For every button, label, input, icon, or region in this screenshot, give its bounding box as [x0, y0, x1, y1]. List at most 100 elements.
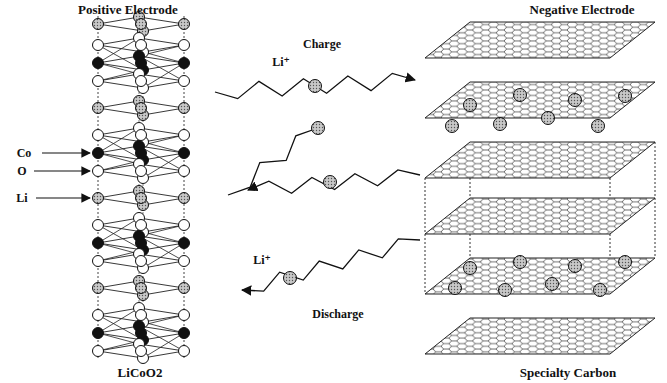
lithium-ion [592, 120, 605, 133]
lithium-ion [569, 94, 582, 107]
atom-ball [93, 346, 104, 357]
atom-ball [93, 148, 104, 159]
material-label: LiCoO2 [118, 366, 163, 379]
atom-ball [179, 76, 190, 87]
atom-plane [98, 326, 184, 340]
lithium-ion [499, 284, 512, 297]
graphene-hex [425, 318, 655, 354]
atom-ball [136, 220, 147, 231]
graphene-hex [425, 198, 655, 234]
atom-label: Co [17, 147, 32, 159]
atom-plane [98, 344, 184, 358]
atom-ball [136, 238, 147, 249]
atom-plane [98, 281, 184, 295]
atom-plane [98, 254, 184, 268]
cell-frame-line [655, 142, 656, 258]
lithium-ion [446, 120, 459, 133]
atom-ball [93, 238, 104, 249]
pointer-arrow [42, 152, 90, 153]
lithium-ion [494, 118, 507, 131]
atom-ball [136, 256, 147, 267]
lithium-ion [569, 260, 582, 273]
atom-ball [93, 256, 104, 267]
ion-path [242, 239, 420, 291]
atom-ball [93, 103, 104, 114]
atom-plane [98, 236, 184, 250]
atom-ball [179, 283, 190, 294]
atom-ball [179, 220, 190, 231]
atom-ball [179, 19, 190, 30]
atom-ball [179, 238, 190, 249]
atom-ball [136, 148, 147, 159]
atom-ball [136, 346, 147, 357]
atom-ball [93, 166, 104, 177]
graphene-sheet [425, 318, 655, 354]
atom-ball [136, 58, 147, 69]
atom-plane [98, 308, 184, 322]
lithium-ion [514, 256, 527, 269]
atom-ball [93, 58, 104, 69]
atom-plane [98, 146, 184, 160]
atom-ball [179, 166, 190, 177]
atom-ball [179, 148, 190, 159]
atom-ball [136, 40, 147, 51]
lithium-ion [619, 90, 632, 103]
atom-ball [136, 130, 147, 141]
licoo2-crystal [34, 12, 190, 364]
atom-ball [179, 346, 190, 357]
atom-plane [98, 17, 184, 31]
lithium-ion [309, 80, 322, 93]
cell-frame-line [425, 178, 426, 294]
atom-ball [179, 40, 190, 51]
graphene-sheet [425, 142, 655, 178]
atom-ball [179, 58, 190, 69]
atom-ball [93, 283, 104, 294]
lithium-ion [546, 278, 559, 291]
atom-plane [98, 164, 184, 178]
atom-ball [93, 130, 104, 141]
atom-ball [136, 103, 147, 114]
atom-ball [93, 19, 104, 30]
ion-flow-arrows [215, 73, 420, 291]
lithium-ion [542, 112, 555, 125]
atom-ball [136, 283, 147, 294]
graphene-sheet [425, 82, 655, 118]
atom-plane [98, 101, 184, 115]
graphene-sheet [425, 22, 655, 58]
atom-ball [136, 193, 147, 204]
pointer-arrow [36, 197, 90, 198]
graphene-hex [425, 82, 655, 118]
ion-label: Li⁺ [272, 56, 290, 68]
lithium-ion [312, 122, 325, 135]
atom-label: O [17, 165, 26, 177]
atom-ball [93, 310, 104, 321]
atom-plane [98, 191, 184, 205]
atom-ball [179, 328, 190, 339]
atom-ball [93, 193, 104, 204]
graphene-hex [425, 22, 655, 58]
lithium-ion [324, 176, 337, 189]
lithium-ion [464, 99, 477, 112]
lithium-ion [514, 89, 527, 102]
lithium-ion [449, 282, 462, 295]
atom-plane [98, 218, 184, 232]
ion-path [248, 170, 420, 193]
graphene-hex [425, 142, 655, 178]
graphene-sheet [425, 198, 655, 234]
atom-ball [136, 76, 147, 87]
atom-plane [98, 74, 184, 88]
atom-ball [179, 310, 190, 321]
atom-plane [98, 128, 184, 142]
atom-ball [179, 256, 190, 267]
material-label: Specialty Carbon [520, 366, 616, 379]
ion-label: Li⁺ [253, 254, 271, 266]
atom-label: Li [16, 192, 27, 204]
ion-path [215, 73, 415, 98]
atom-ball [136, 19, 147, 30]
flow-label: Discharge [312, 308, 363, 320]
atom-ball [136, 310, 147, 321]
atom-ball [179, 130, 190, 141]
electrode-title: Negative Electrode [530, 3, 635, 16]
atom-ball [93, 76, 104, 87]
